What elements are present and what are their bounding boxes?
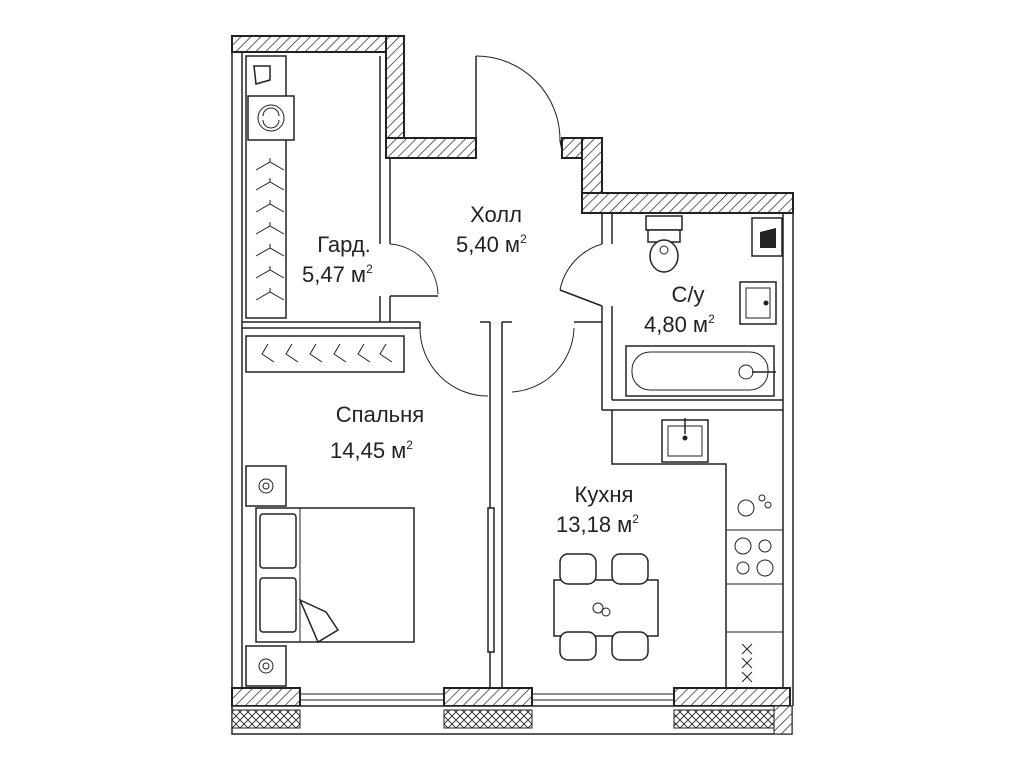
room-labels: Холл 5,40 м2 Гард. 5,47 м2 С/у 4,80 м2 С… xyxy=(302,202,715,537)
bathroom-area: 4,80 м2 xyxy=(644,312,715,337)
loggia-strip xyxy=(231,693,793,735)
outline-walls xyxy=(231,52,794,706)
bathroom-name: С/у xyxy=(672,282,705,307)
wardrobe-area: 5,47 м2 xyxy=(302,262,373,287)
bedroom-fixtures xyxy=(245,465,415,687)
shelf-hanger-icons xyxy=(261,343,393,363)
kitchen-name: Кухня xyxy=(575,482,634,507)
hall-name: Холл xyxy=(470,202,522,227)
hanger-icons xyxy=(255,158,285,301)
kitchen-area: 13,18 м2 xyxy=(556,512,639,537)
bedroom-area: 14,45 м2 xyxy=(330,438,413,463)
hall-area: 5,40 м2 xyxy=(456,232,527,257)
interior-walls xyxy=(242,56,783,688)
bedroom-name: Спальня xyxy=(336,402,424,427)
kitchen-fixtures xyxy=(553,418,774,683)
wardrobe-name: Гард. xyxy=(317,232,371,257)
bathroom-fixtures xyxy=(625,215,783,397)
exterior-walls xyxy=(231,35,794,707)
doors xyxy=(389,55,603,653)
wardrobe-fixtures xyxy=(245,55,393,363)
